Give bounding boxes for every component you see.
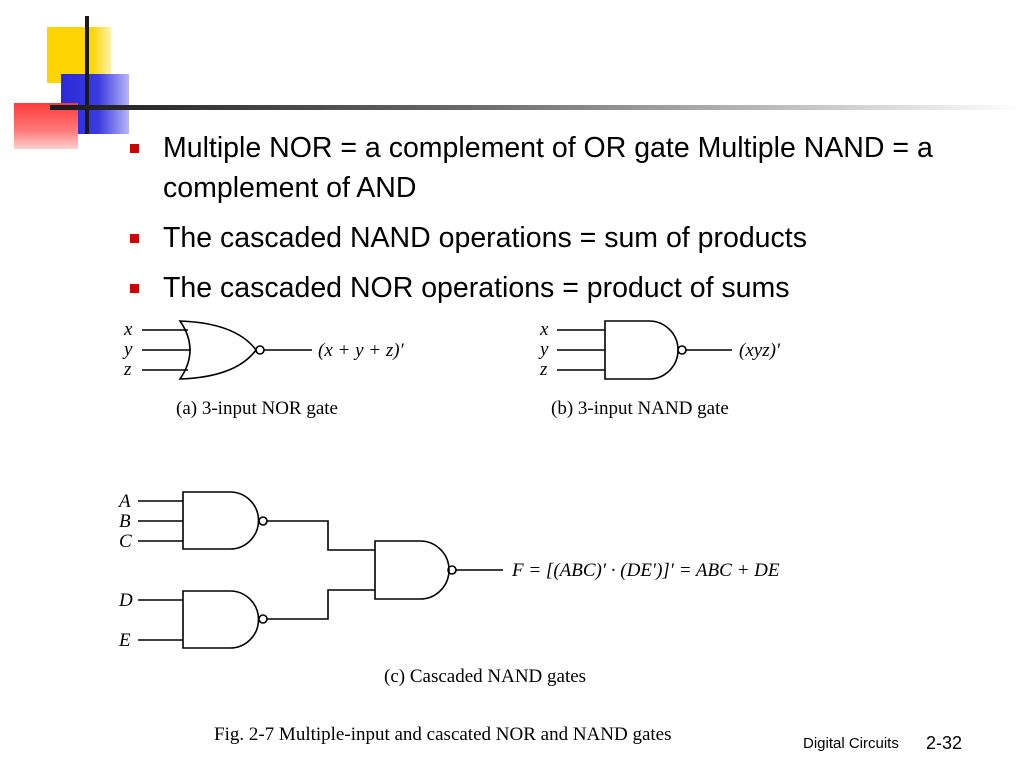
cascade-output-label: F = [(ABC)′ · (DE′)]′ = ABC + DE — [511, 560, 780, 581]
bullet-item: The cascaded NOR operations = product of… — [130, 268, 990, 308]
decor-red-square — [14, 103, 78, 149]
nand-gate — [557, 320, 732, 380]
nand-input-x: x — [539, 319, 549, 340]
cascade-input-d: D — [118, 590, 133, 611]
bullet-item: Multiple NOR = a complement of OR gate M… — [130, 128, 990, 208]
nor-output-label: (x + y + z)′ — [318, 340, 405, 361]
decor-yellow-square — [47, 27, 111, 83]
cascade-input-a: A — [117, 491, 131, 512]
cascade-input-c: C — [119, 531, 132, 552]
bullet-list: Multiple NOR = a complement of OR gate M… — [130, 128, 990, 318]
nor-input-z: z — [123, 359, 132, 380]
cascade-caption: (c) Cascaded NAND gates — [384, 666, 586, 687]
nand-caption: (b) 3-input NAND gate — [551, 398, 729, 419]
nand-output-label: (xyz)′ — [739, 340, 781, 361]
decor-vertical-line — [85, 16, 89, 134]
title-divider-line — [50, 105, 1024, 110]
figure-title: Fig. 2-7 Multiple-input and cascated NOR… — [214, 724, 672, 745]
nor-gate — [142, 320, 312, 380]
cascade-input-e: E — [118, 630, 131, 651]
nand-input-z: z — [539, 359, 548, 380]
bullet-text: The cascaded NAND operations = sum of pr… — [163, 222, 807, 254]
bullet-item: The cascaded NAND operations = sum of pr… — [130, 218, 990, 258]
cascade-nand-gates — [138, 491, 503, 649]
slide-number: 2-32 — [926, 733, 963, 753]
bullet-marker — [130, 284, 139, 293]
cascade-input-b: B — [119, 511, 131, 532]
bullet-text: The cascaded NOR operations = product of… — [163, 272, 790, 304]
bullet-marker — [130, 234, 139, 243]
nand-input-y: y — [538, 339, 549, 360]
bullet-text: Multiple NOR = a complement of OR gate M… — [163, 132, 933, 204]
footer-course-label: Digital Circuits — [803, 735, 899, 752]
nor-input-y: y — [122, 339, 133, 360]
bullet-marker — [130, 144, 139, 153]
nor-input-x: x — [123, 319, 133, 340]
nor-caption: (a) 3-input NOR gate — [176, 398, 338, 419]
